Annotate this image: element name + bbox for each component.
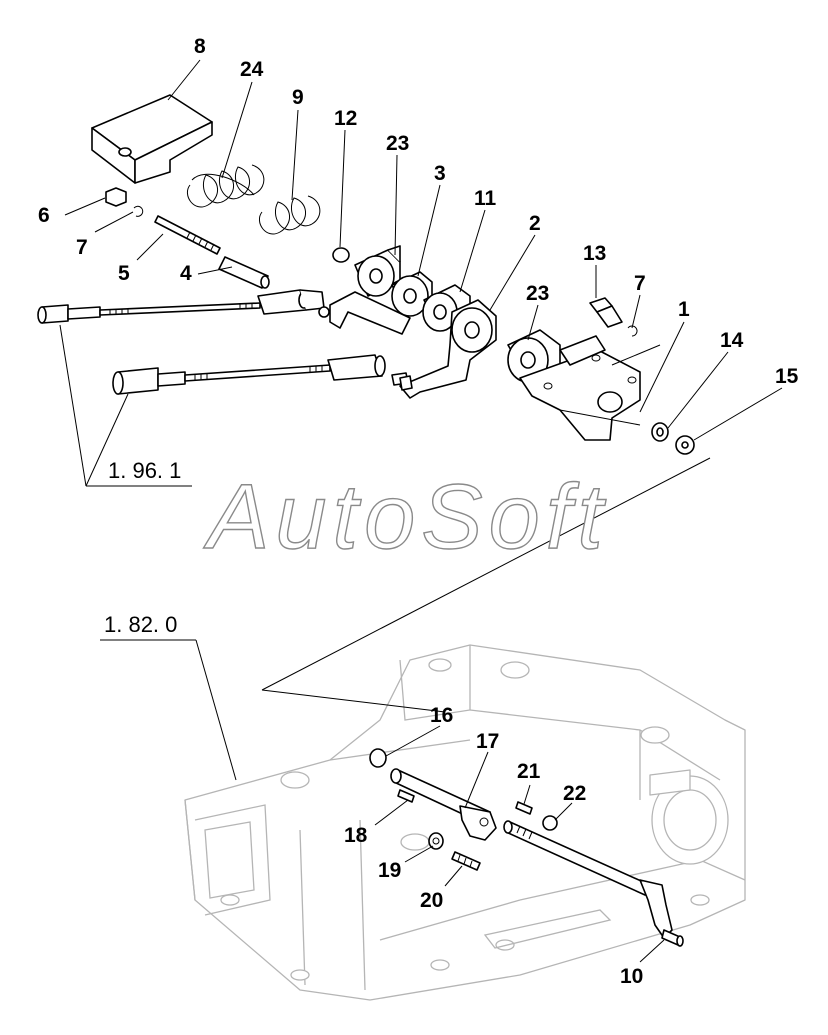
part-23-upper-roller: [354, 245, 401, 297]
part-19-clip: [428, 832, 444, 850]
part-4-sleeve: [218, 256, 270, 289]
callout-19: 19: [378, 859, 401, 882]
part-17-shaft-lever: [390, 768, 497, 841]
watermark-text: AutoSoft: [203, 466, 609, 568]
part-3-roller: [391, 271, 433, 317]
part-18-key: [397, 789, 415, 803]
watermark: AutoSoft: [202, 465, 609, 568]
lever-bracket: [318, 291, 411, 335]
callout-5: 5: [118, 262, 130, 285]
part-13-screw: [589, 297, 623, 328]
part-15-washer: [675, 435, 695, 455]
callout-12: 12: [334, 107, 357, 130]
part-9-spring: [258, 195, 321, 235]
part-10-shaft: [503, 820, 684, 947]
part-7-clip-left: [133, 205, 144, 217]
callout-13: 13: [583, 242, 606, 265]
callout-1: 1: [678, 298, 690, 321]
leader-lines: [59, 59, 783, 963]
part-22-oring: [542, 815, 558, 831]
callout-11: 11: [474, 187, 497, 210]
callout-labels: 8 24 9 12 23 3 11 2 6 7 5 4 23 13 7 1 14…: [38, 35, 799, 988]
callout-18: 18: [344, 824, 368, 847]
callout-20: 20: [420, 889, 443, 912]
part-24-spring: [186, 164, 265, 208]
callout-22: 22: [563, 782, 586, 805]
part-5-rod: [154, 215, 221, 255]
callout-9: 9: [292, 86, 304, 109]
lower-cable: [112, 354, 409, 395]
reference-labels: 1. 96. 1 1. 82. 0: [104, 458, 181, 637]
callout-8: 8: [194, 35, 206, 58]
callout-23-upper: 23: [386, 132, 409, 155]
part-8-cover: [91, 94, 213, 184]
callout-7-right: 7: [634, 272, 646, 295]
callout-24: 24: [240, 58, 264, 81]
part-14-clip: [651, 422, 669, 442]
part-20-pin: [451, 851, 481, 871]
part-6-cap-nut: [105, 187, 127, 207]
callout-7-left: 7: [76, 236, 88, 259]
callout-15: 15: [775, 365, 799, 388]
callout-21: 21: [517, 760, 541, 783]
part-16-oring: [369, 748, 387, 768]
callout-17: 17: [476, 730, 499, 753]
callout-14: 14: [720, 329, 744, 352]
reference-lower: 1. 82. 0: [104, 612, 177, 637]
callout-16: 16: [430, 704, 453, 727]
part-21-key: [515, 801, 533, 815]
callout-3: 3: [434, 162, 446, 185]
part-2-lever: [399, 299, 497, 399]
callout-23-lower: 23: [526, 282, 549, 305]
callout-10: 10: [620, 965, 643, 988]
callout-2: 2: [529, 212, 541, 235]
reference-upper: 1. 96. 1: [108, 458, 181, 483]
callout-6: 6: [38, 204, 50, 227]
upper-cable: [37, 289, 325, 324]
part-7-clip-right: [627, 325, 638, 337]
part-1-bracket: [519, 335, 641, 441]
part-12-plug: [332, 247, 350, 263]
callout-4: 4: [180, 262, 192, 285]
